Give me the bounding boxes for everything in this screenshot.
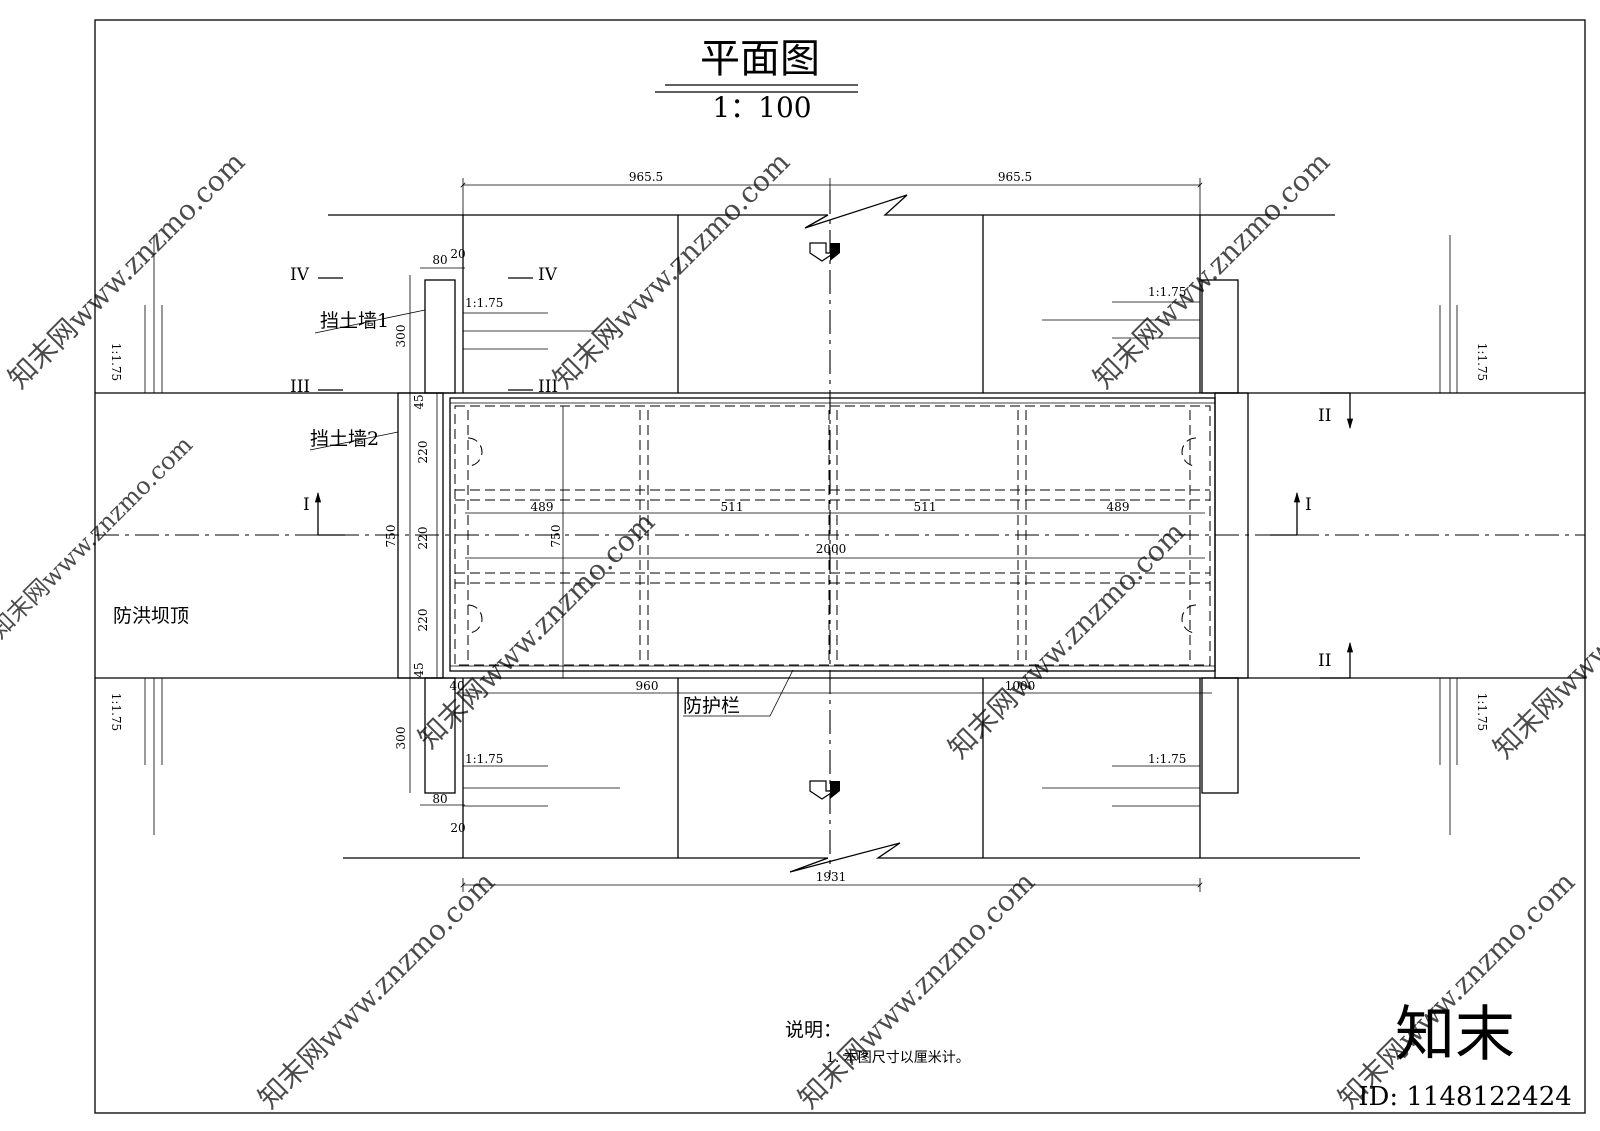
dim-bottom-total: 1931 <box>816 870 847 884</box>
image-id: ID: 1148122424 <box>1358 1082 1572 1112</box>
slope-label: 1:1.75 <box>109 343 123 381</box>
wall1-leader <box>314 309 426 334</box>
drawing-frame <box>94 19 1586 1114</box>
dim-bottom-right: 1000 <box>1005 679 1036 693</box>
brand-logo: 知末 <box>1395 1000 1515 1070</box>
dim-seg-2: 220 <box>416 527 430 550</box>
dim-bay-1: 489 <box>531 500 554 514</box>
drawing-title: 平面图 <box>700 36 820 82</box>
dim-total-length: 2000 <box>816 542 847 556</box>
section-iv-label: IV <box>290 265 310 285</box>
section-i-label: I <box>1305 495 1312 515</box>
svg-text:知末网www.znzmo.com: 知末网www.znzmo.com <box>252 865 502 1115</box>
bridge-deck-outline <box>449 397 1216 672</box>
svg-text:知末网www.znzmo.com: 知末网www.znzmo.com <box>1487 515 1600 765</box>
dim-wall-length: 300 <box>394 325 408 348</box>
svg-text:知末网www.znzmo.com: 知末网www.znzmo.com <box>412 505 662 755</box>
dim-bay-4: 489 <box>1107 500 1130 514</box>
dam-top-label: 防洪坝顶 <box>113 605 189 627</box>
dim-top-right: 965.5 <box>998 170 1032 184</box>
flow-arrow-icon <box>809 780 840 800</box>
slope-label: 1:1.75 <box>1148 285 1186 299</box>
section-i-label: I <box>303 495 310 515</box>
dim-bay-3: 511 <box>914 500 937 514</box>
section-iii-label: III <box>538 377 558 397</box>
dim-wall-width: 80 <box>432 253 447 267</box>
svg-text:知末网www.znzmo.com: 知末网www.znzmo.com <box>1332 865 1582 1115</box>
svg-text:知末网www.znzmo.com: 知末网www.znzmo.com <box>2 145 252 395</box>
dim-wall-length-lower: 300 <box>394 727 408 750</box>
slope-label: 1:1.75 <box>109 693 123 731</box>
section-ii-label: II <box>1318 406 1331 426</box>
section-iii-label: III <box>290 377 310 397</box>
section-iv-label: IV <box>538 265 558 285</box>
watermark: 知末网www.znzmo.com 知末网www.znzmo.com 知末网www… <box>0 145 1600 1115</box>
slope-label: 1:1.75 <box>1475 693 1489 731</box>
svg-text:知末网www.znzmo.com: 知末网www.znzmo.com <box>792 865 1042 1115</box>
dim-wall-gap-lower: 20 <box>450 821 465 835</box>
drawing-scale: 1：100 <box>712 91 811 124</box>
slope-label: 1:1.75 <box>1148 752 1186 766</box>
bearing-circle-br <box>1181 604 1197 634</box>
bridge-deck-inner <box>454 405 1211 666</box>
dim-total-width: 750 <box>384 525 398 548</box>
svg-text:知末网www.znzmo.com: 知末网www.znzmo.com <box>942 515 1192 765</box>
retaining-wall-1-upper-left <box>424 279 456 394</box>
dim-inner-width: 750 <box>549 525 563 548</box>
dim-bay-2: 511 <box>721 500 744 514</box>
bearing-circle-bl <box>467 604 483 634</box>
bearing-circle-tr <box>1181 437 1197 467</box>
bearing-circle-tl <box>467 437 483 467</box>
dim-seg-1: 220 <box>416 441 430 464</box>
flow-arrow-icon <box>809 242 840 262</box>
notes-heading: 说明： <box>785 1019 842 1041</box>
slope-label: 1:1.75 <box>465 752 503 766</box>
dim-top-left: 965.5 <box>629 170 663 184</box>
dim-edge-top: 45 <box>412 394 426 409</box>
svg-text:知末网www.znzmo.com: 知末网www.znzmo.com <box>547 145 797 395</box>
svg-text:知末网www.znzmo.com: 知末网www.znzmo.com <box>1087 145 1337 395</box>
dim-wall-width-lower: 80 <box>432 792 447 806</box>
guardrail-leader <box>683 669 794 717</box>
lower-break-line <box>789 842 1360 873</box>
slope-label: 1:1.75 <box>465 296 503 310</box>
section-ii-label: II <box>1318 651 1331 671</box>
dim-wall-gap: 20 <box>450 247 465 261</box>
dim-bottom-left: 960 <box>636 679 659 693</box>
wall2-leader <box>309 431 399 451</box>
dim-seg-3: 220 <box>416 609 430 632</box>
slope-label: 1:1.75 <box>1475 343 1489 381</box>
dim-left-offset: 40 <box>449 679 464 693</box>
upper-break-line <box>804 194 1335 229</box>
dim-edge-bottom: 45 <box>412 662 426 677</box>
guardrail-label: 防护栏 <box>683 695 740 717</box>
retaining-wall-lower-right <box>1201 677 1239 794</box>
notes-item: 1. 本图尺寸以厘米计。 <box>826 1050 970 1066</box>
retaining-wall-2-left <box>397 392 444 679</box>
retaining-wall-2-label: 挡土墙2 <box>310 428 379 450</box>
retaining-wall-1-label: 挡土墙1 <box>320 310 389 332</box>
